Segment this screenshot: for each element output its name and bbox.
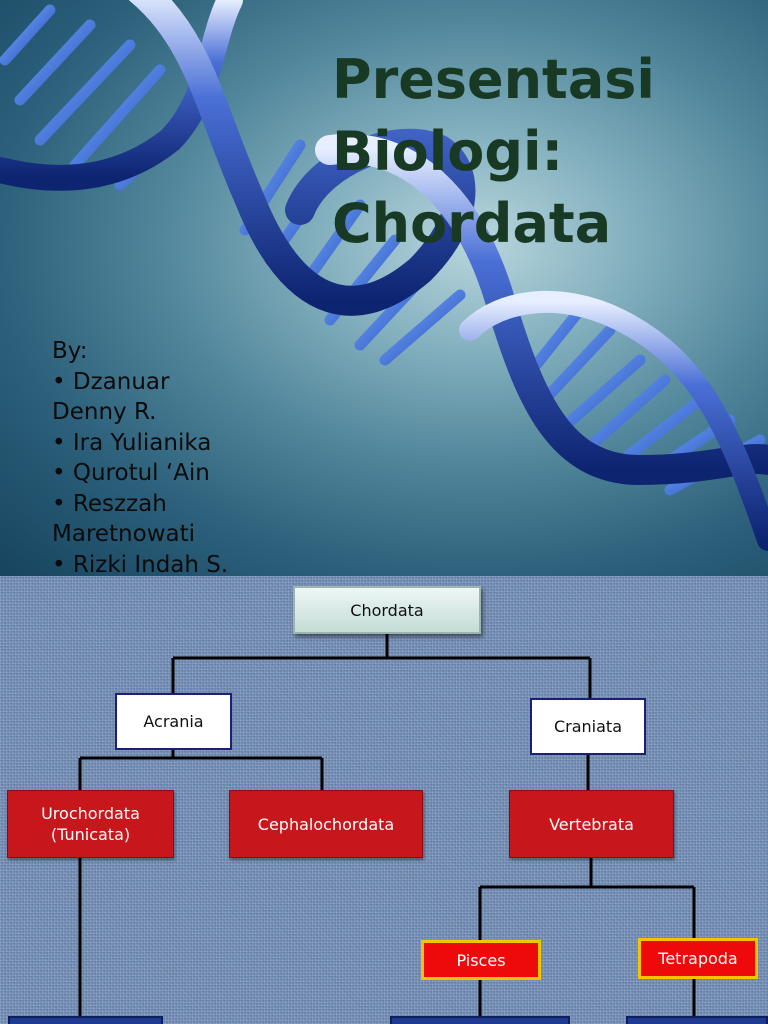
node-craniata-label: Craniata: [553, 717, 623, 736]
node-truncated-right: [626, 1016, 768, 1024]
dna-helix-image: [0, 0, 768, 551]
helix-rung: [0, 4, 56, 66]
author-line: • Dzanuar: [52, 368, 170, 395]
node-urochordata-label-1: Urochordata: [41, 804, 140, 823]
node-vertebrata: Vertebrata: [509, 790, 674, 858]
connector-vertebrata: [478, 858, 696, 940]
node-cephalochordata-label: Cephalochordata: [257, 814, 395, 834]
helix-rung: [14, 19, 96, 106]
node-acrania-label: Acrania: [143, 712, 204, 731]
author-line: • Qurotul ‘Ain: [52, 460, 210, 486]
node-truncated-middle: [390, 1016, 570, 1024]
node-cephalochordata: Cephalochordata: [229, 790, 423, 858]
author-line: Maretnowati: [52, 521, 196, 547]
node-vertebrata-label: Vertebrata: [549, 814, 634, 834]
helix-strand-d: [459, 290, 768, 551]
helix-rung: [574, 374, 671, 461]
node-acrania: Acrania: [115, 693, 232, 750]
node-urochordata: Urochordata (Tunicata): [7, 790, 174, 858]
node-pisces: Pisces: [421, 940, 541, 980]
slide-2-classification-tree: Chordata Acrania Craniata Urochordata (T…: [0, 576, 768, 1024]
helix-rung: [69, 64, 166, 171]
helix-rung: [379, 289, 466, 366]
node-pisces-label: Pisces: [456, 950, 506, 970]
node-tetrapoda: Tetrapoda: [638, 938, 758, 979]
helix-strand-a: [0, 0, 243, 191]
slide-1-title: Presentasi Biologi: Chordata By: • Dzanu…: [0, 0, 768, 576]
connector-acrania: [78, 750, 324, 790]
title-line-1: Presentasi: [332, 48, 655, 111]
node-chordata-label: Chordata: [350, 600, 424, 620]
title-line-2: Biologi:: [332, 120, 564, 183]
helix-rung: [34, 39, 136, 146]
title-line-3: Chordata: [332, 192, 612, 255]
node-tetrapoda-label: Tetrapoda: [658, 949, 738, 968]
presentation-title: Presentasi Biologi: Chordata: [332, 44, 752, 260]
author-line: By:: [52, 338, 88, 364]
node-truncated-left: [8, 1016, 163, 1024]
author-line: • Reszzah: [52, 490, 167, 517]
author-line: • Ira Yulianika: [52, 429, 212, 456]
author-line: • Rizki Indah S.: [52, 551, 229, 577]
helix-strand-b: [128, 0, 476, 316]
node-chordata: Chordata: [293, 586, 481, 634]
author-list: By: • Dzanuar Denny R. • Ira Yulianika •…: [52, 336, 292, 576]
connector-chordata: [171, 634, 592, 698]
node-craniata: Craniata: [530, 698, 646, 755]
helix-strand-c: [315, 133, 768, 486]
node-urochordata-label-2: (Tunicata): [50, 825, 131, 844]
author-line: Denny R.: [52, 399, 157, 425]
